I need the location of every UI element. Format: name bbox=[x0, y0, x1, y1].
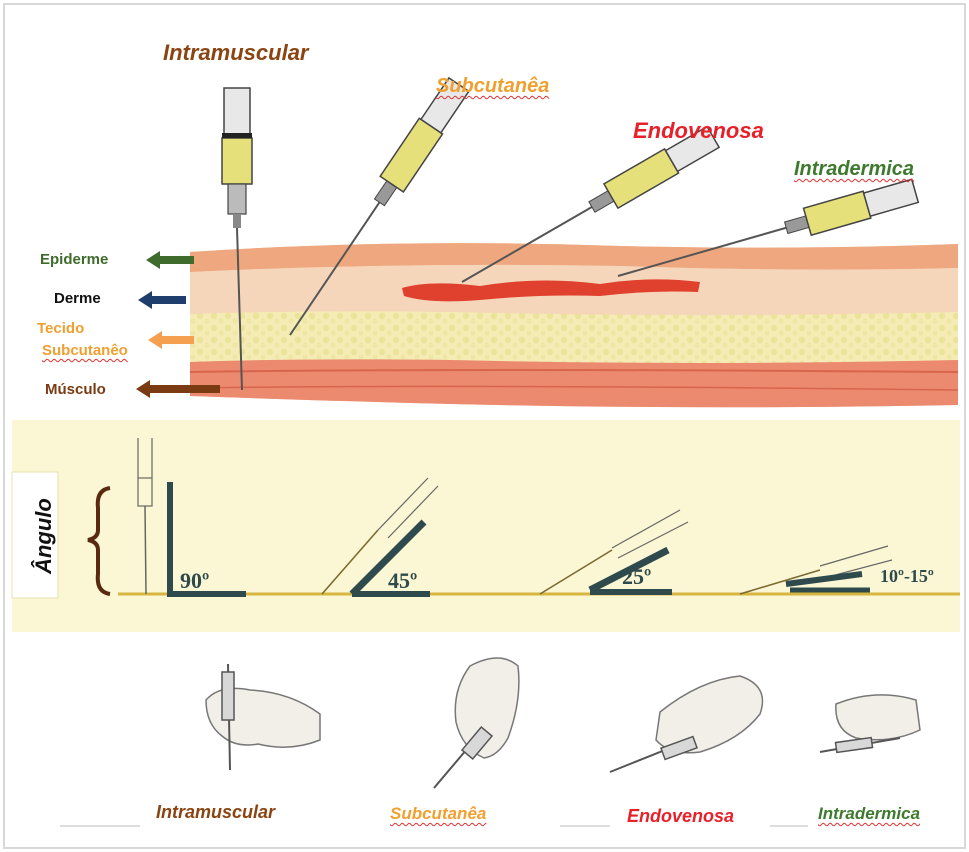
tecido-arrow bbox=[148, 331, 194, 349]
angle-label-45: 45º bbox=[388, 568, 417, 594]
hand-intradermica bbox=[820, 695, 920, 753]
epiderme-arrow bbox=[146, 251, 194, 269]
hand-subcutanea bbox=[434, 658, 519, 788]
muscle-layer bbox=[190, 359, 958, 407]
bottom-label-intradermica: Intradermica bbox=[818, 804, 920, 824]
bottom-label-intramuscular: Intramuscular bbox=[156, 802, 275, 823]
layer-label-epiderme: Epiderme bbox=[40, 251, 108, 268]
subcutaneous-fat-layer bbox=[190, 311, 958, 363]
hand-endovenosa bbox=[610, 676, 763, 772]
bottom-label-endovenosa: Endovenosa bbox=[627, 806, 734, 827]
bottom-label-subcutanea: Subcutanêa bbox=[390, 804, 486, 824]
layer-label-subcutaneo: Subcutanêo bbox=[42, 342, 128, 359]
derme-arrow bbox=[138, 291, 186, 309]
angle-label-90: 90º bbox=[180, 568, 209, 594]
top-label-subcutanea: Subcutanêa bbox=[436, 75, 549, 98]
angle-panel bbox=[12, 420, 960, 632]
layer-label-derme: Derme bbox=[54, 290, 101, 307]
angle-label-10-15: 10º-15º bbox=[880, 566, 934, 587]
top-label-endovenosa: Endovenosa bbox=[633, 118, 764, 144]
hand-intramuscular bbox=[206, 664, 320, 770]
angle-label-25: 25º bbox=[622, 564, 651, 590]
layer-label-musculo: Músculo bbox=[45, 381, 106, 398]
top-label-intradermica: Intradermica bbox=[794, 158, 914, 181]
layer-label-tecido: Tecido bbox=[37, 320, 84, 337]
skin-cross-section bbox=[190, 243, 958, 407]
top-label-intramuscular: Intramuscular bbox=[163, 40, 309, 66]
angle-title: Ângulo bbox=[31, 486, 57, 586]
